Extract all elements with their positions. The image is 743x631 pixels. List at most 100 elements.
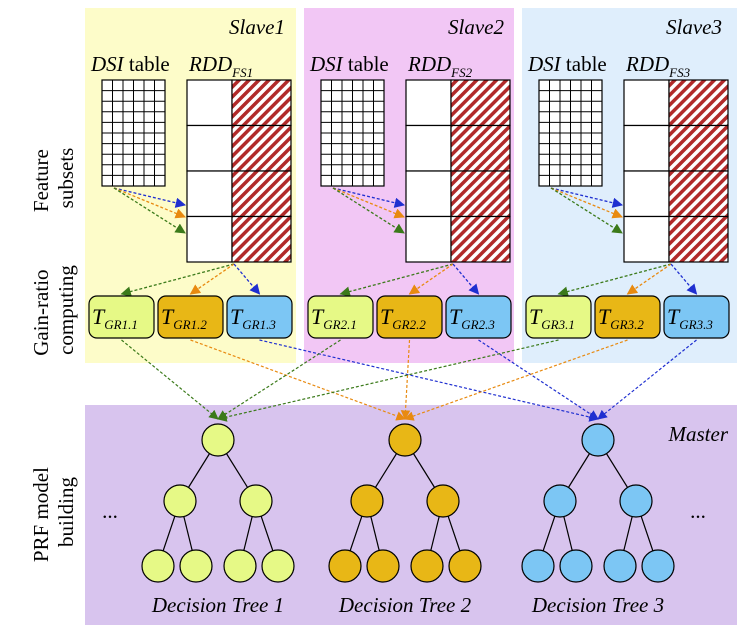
dsi-table-label: DSI table xyxy=(527,52,607,76)
task-arrow xyxy=(557,263,672,297)
gain-ratio-task: TGR1.2 xyxy=(157,295,224,339)
rdd-partitions xyxy=(623,79,729,263)
tree-node xyxy=(559,549,593,583)
master-arrow xyxy=(190,339,406,421)
tree-node xyxy=(163,484,197,518)
master-arrow xyxy=(597,339,697,420)
svg-text:TGR2.1: TGR2.1 xyxy=(311,304,357,332)
tree-node xyxy=(619,484,653,518)
partition-arrow xyxy=(332,187,405,234)
tree-node xyxy=(410,549,444,583)
rdd-partition-data xyxy=(450,124,511,172)
row-label-feature: Feature subsets xyxy=(29,144,78,212)
rdd-partition-data xyxy=(450,215,511,263)
task-arrow xyxy=(120,263,235,297)
rdd-partition-key xyxy=(623,79,670,127)
rdd-partitions xyxy=(405,79,511,263)
tree-node xyxy=(581,423,615,457)
master-arrow xyxy=(259,339,599,422)
rdd-partition-data xyxy=(668,215,729,263)
task-arrow xyxy=(670,263,698,295)
dsi-table-grid xyxy=(538,79,603,187)
rdd-partition-key xyxy=(186,170,233,218)
partition-arrow xyxy=(113,187,187,208)
tree-node xyxy=(448,549,482,583)
partition-arrow xyxy=(550,187,624,208)
tree-node xyxy=(201,423,235,457)
rdd-partition-key xyxy=(623,215,670,263)
master-arrow xyxy=(400,339,411,420)
decision-tree-label: Decision Tree 3 xyxy=(531,593,664,617)
svg-text:TGR3.3: TGR3.3 xyxy=(667,304,713,332)
rdd-partition-key xyxy=(405,170,452,218)
rdd-partition-key xyxy=(405,124,452,172)
svg-text:TGR2.2: TGR2.2 xyxy=(380,304,426,332)
master-arrow xyxy=(404,339,628,421)
rdd-partition-key xyxy=(623,124,670,172)
slave-title: Slave3 xyxy=(666,15,722,39)
tree-node xyxy=(543,484,577,518)
gain-ratio-task: TGR1.1 xyxy=(88,295,155,339)
tree-node xyxy=(141,549,175,583)
rdd-partition-key xyxy=(186,124,233,172)
rdd-partition-data xyxy=(450,79,511,127)
rdd-partition-data xyxy=(668,124,729,172)
task-arrow xyxy=(452,263,480,295)
ellipsis-left: ... xyxy=(102,499,118,523)
decision-tree-label: Decision Tree 1 xyxy=(151,593,284,617)
gain-ratio-task: TGR3.2 xyxy=(594,295,661,339)
rdd-label: RDDFS2 xyxy=(407,52,473,80)
partition-arrow xyxy=(113,187,186,219)
decision-tree-2: Decision Tree 2 xyxy=(328,423,482,617)
task-arrow xyxy=(233,263,261,295)
partition-arrow xyxy=(113,187,186,234)
gain-ratio-task: TGR2.1 xyxy=(307,295,374,339)
gain-ratio-task: TGR1.3 xyxy=(226,295,293,339)
master-arrow xyxy=(217,339,559,422)
partition-arrow xyxy=(550,187,623,219)
gain-ratio-task: TGR2.3 xyxy=(445,295,512,339)
rdd-partition-data xyxy=(231,79,292,127)
dsi-table-grid xyxy=(320,79,385,187)
dsi-table-label: DSI table xyxy=(90,52,170,76)
slave-title: Slave1 xyxy=(229,15,285,39)
svg-text:TGR2.3: TGR2.3 xyxy=(449,304,495,332)
gain-ratio-task: TGR2.2 xyxy=(376,295,443,339)
task-arrow xyxy=(339,263,454,297)
slave-title: Slave2 xyxy=(448,15,504,39)
rdd-partition-data xyxy=(231,215,292,263)
master-arrow xyxy=(121,339,219,420)
partition-arrow xyxy=(332,187,405,219)
tree-node xyxy=(179,549,213,583)
dsi-table-grid xyxy=(101,79,166,187)
rdd-partition-key xyxy=(405,79,452,127)
task-arrow xyxy=(189,263,235,295)
master-title: Master xyxy=(668,422,729,446)
tree-node xyxy=(328,549,362,583)
tree-node xyxy=(223,549,257,583)
svg-text:TGR1.3: TGR1.3 xyxy=(230,304,276,332)
rdd-partitions xyxy=(186,79,292,263)
rdd-partition-data xyxy=(231,170,292,218)
rdd-label: RDDFS1 xyxy=(188,52,253,80)
row-label-prf: PRF model building xyxy=(29,462,78,562)
tree-node xyxy=(641,549,675,583)
tree-node xyxy=(350,484,384,518)
row-label-gain-ratio: Gain-ratio computing xyxy=(29,264,78,356)
svg-text:TGR1.2: TGR1.2 xyxy=(161,304,207,332)
decision-tree-3: Decision Tree 3 xyxy=(521,423,675,617)
trees-layer: Decision Tree 1 Decision Tree 2 Decision T… xyxy=(141,423,675,617)
task-arrow xyxy=(408,263,454,295)
rdd-partition-key xyxy=(623,170,670,218)
tree-node xyxy=(603,549,637,583)
tree-node xyxy=(366,549,400,583)
svg-text:TGR1.1: TGR1.1 xyxy=(92,304,138,332)
gain-ratio-task: TGR3.3 xyxy=(663,295,730,339)
rdd-partition-key xyxy=(186,215,233,263)
tree-node xyxy=(239,484,273,518)
rdd-partition-data xyxy=(231,124,292,172)
